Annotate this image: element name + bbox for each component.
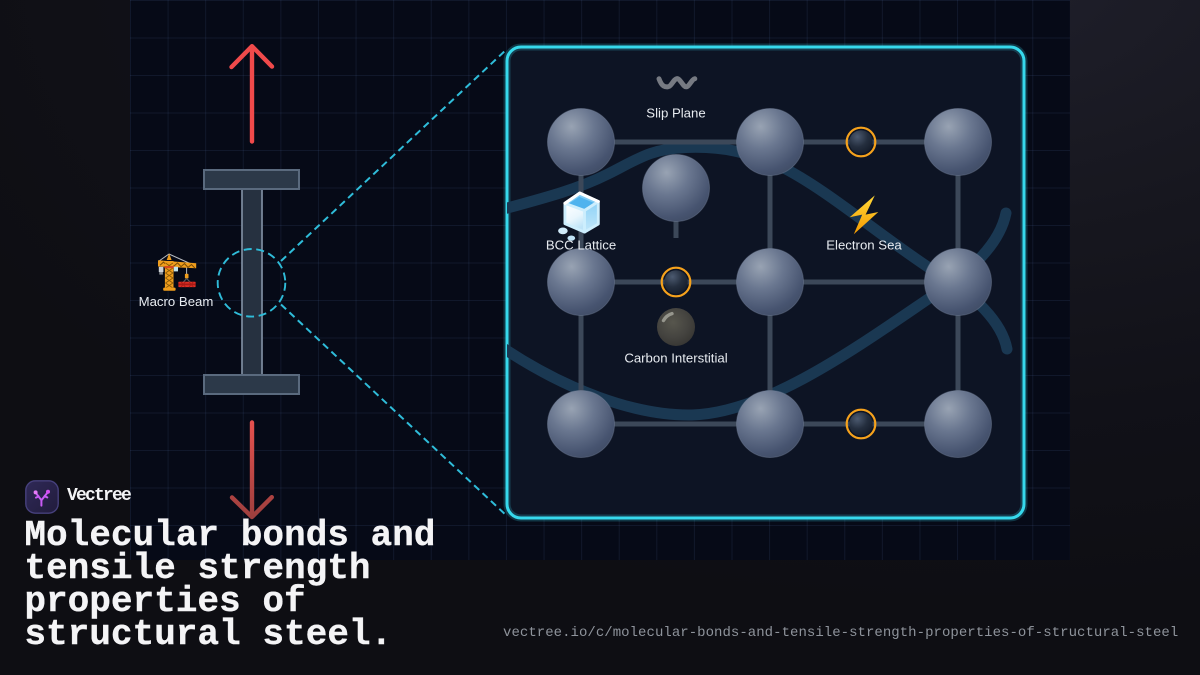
svg-text:BCC Lattice: BCC Lattice — [546, 238, 616, 253]
svg-text:Slip Plane: Slip Plane — [646, 106, 705, 121]
svg-text:Carbon Interstitial: Carbon Interstitial — [624, 351, 727, 366]
svg-text:Electron Sea: Electron Sea — [826, 238, 902, 253]
svg-text:Macro Beam: Macro Beam — [139, 294, 214, 309]
